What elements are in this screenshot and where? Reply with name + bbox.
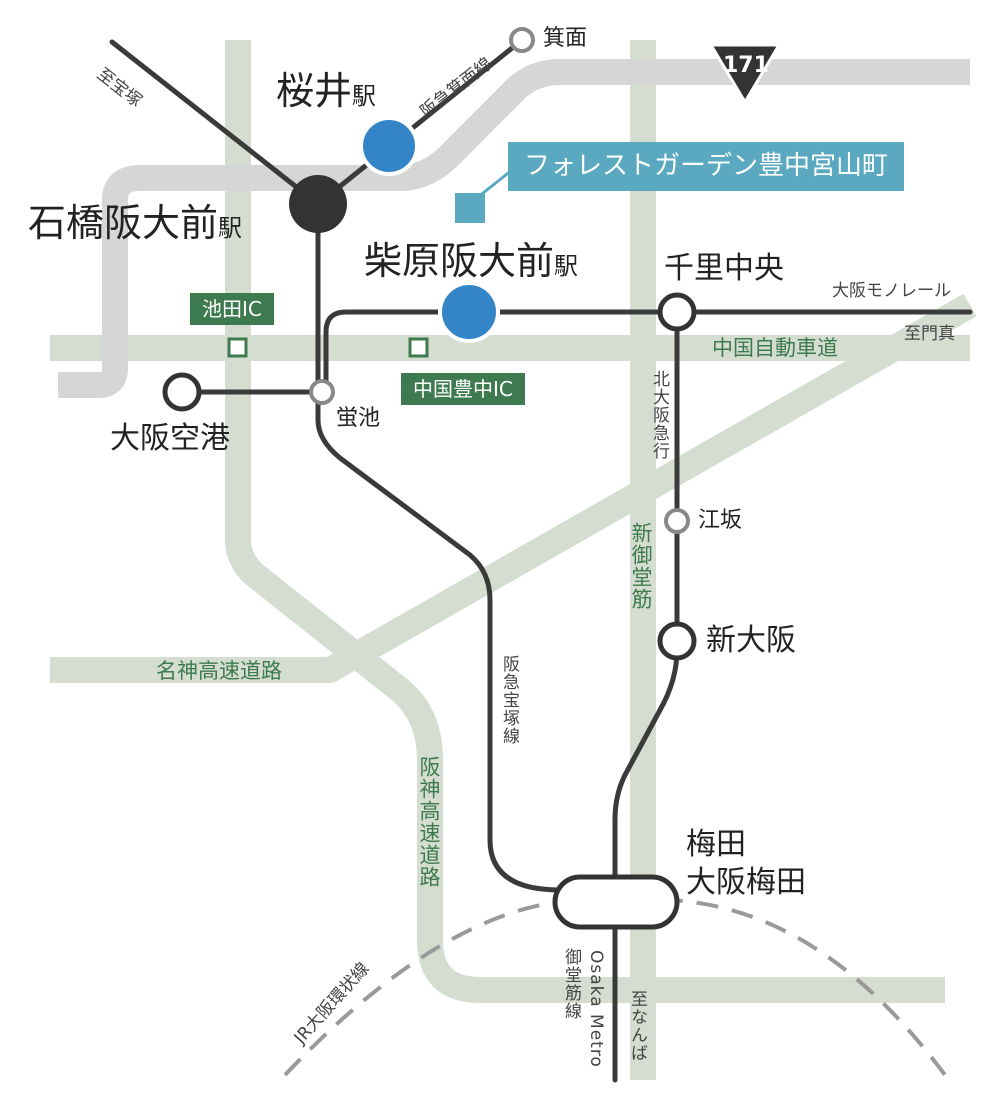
ikeda-ic-label: 池田IC: [190, 293, 274, 325]
chugoku-toyonaka-ic-label: 中国豊中IC: [401, 373, 525, 405]
route-171-shield: [709, 43, 781, 104]
ishibashi-station-name: 石橋阪大前: [28, 201, 219, 245]
route-171-number: 171: [723, 53, 769, 78]
osaka-airport-station-marker: [162, 372, 202, 412]
ishibashi-station-suffix: 駅: [218, 214, 243, 242]
esaka-station-label: 江坂: [698, 508, 743, 533]
shin-osaka-station-marker: [657, 621, 697, 661]
senri-chuo-station-label: 千里中央: [664, 251, 784, 286]
shin-midosuji-label: 新御堂筋: [629, 522, 653, 610]
rail-kita-osaka-kyuko: [612, 309, 680, 883]
rail-monorail: [323, 309, 973, 395]
shibahara-station-label: 柴原阪大前駅: [364, 242, 578, 280]
to-namba-label: 至なんば: [627, 990, 647, 1062]
esaka-station-marker: [664, 508, 690, 534]
sakurai-station-suffix: 駅: [352, 82, 377, 110]
umeda-station-label: 梅田: [686, 827, 746, 862]
shibahara-station-name: 柴原阪大前: [364, 239, 555, 283]
takarazuka-line-label: 阪急宝塚線: [499, 655, 519, 745]
hanshin-expressway-label: 阪神高速道路: [417, 756, 441, 888]
road-route-171: [58, 59, 970, 398]
senri-chuo-station-marker: [657, 292, 697, 332]
road-meishin-expressway: [50, 293, 977, 683]
meishin-expressway-label: 名神高速道路: [156, 659, 282, 683]
osaka-metro-label: Osaka Metro: [586, 950, 606, 1068]
rail-jr-loop: [283, 897, 947, 1077]
shibahara-station-suffix: 駅: [554, 252, 579, 280]
monorail-label: 大阪モノレール: [832, 281, 951, 301]
rail-takarazuka-upper: [109, 39, 321, 207]
osaka-airport-station-label: 大阪空港: [110, 421, 230, 456]
sakurai-station-label: 桜井駅: [276, 72, 376, 110]
ikeda-ic-marker: [227, 337, 248, 358]
minoh-station-label: 箕面: [543, 26, 588, 51]
rail-minoh-line: [315, 37, 525, 207]
rail-takarazuka-line: [315, 201, 563, 893]
chugoku-toyonaka-ic-marker: [408, 337, 429, 358]
sakurai-station-name: 桜井: [276, 69, 353, 113]
chugoku-expressway-label: 中国自動車道: [712, 336, 838, 360]
shin-osaka-station-label: 新大阪: [706, 623, 796, 658]
hotarugaike-station-label: 蛍池: [336, 406, 381, 431]
midosuji-line-label: 御堂筋線: [561, 948, 581, 1020]
property-marker: [455, 193, 485, 223]
to-kadoma-label: 至門真: [904, 324, 955, 344]
road-left-vertical: [225, 40, 945, 1003]
osaka-umeda-station-label: 大阪梅田: [686, 865, 806, 900]
minoh-station-marker: [509, 27, 535, 53]
umeda-station-marker: [552, 874, 680, 930]
property-name-box: フォレストガーデン豊中宮山町: [508, 142, 905, 191]
kita-osaka-kyuko-label: 北大阪急行: [649, 370, 669, 460]
ishibashi-station-label: 石橋阪大前駅: [28, 204, 242, 242]
ishibashi-station-marker: [289, 175, 347, 233]
shibahara-station-marker: [438, 281, 500, 343]
hotarugaike-station-marker: [309, 379, 335, 405]
sakurai-station-marker: [359, 116, 419, 176]
